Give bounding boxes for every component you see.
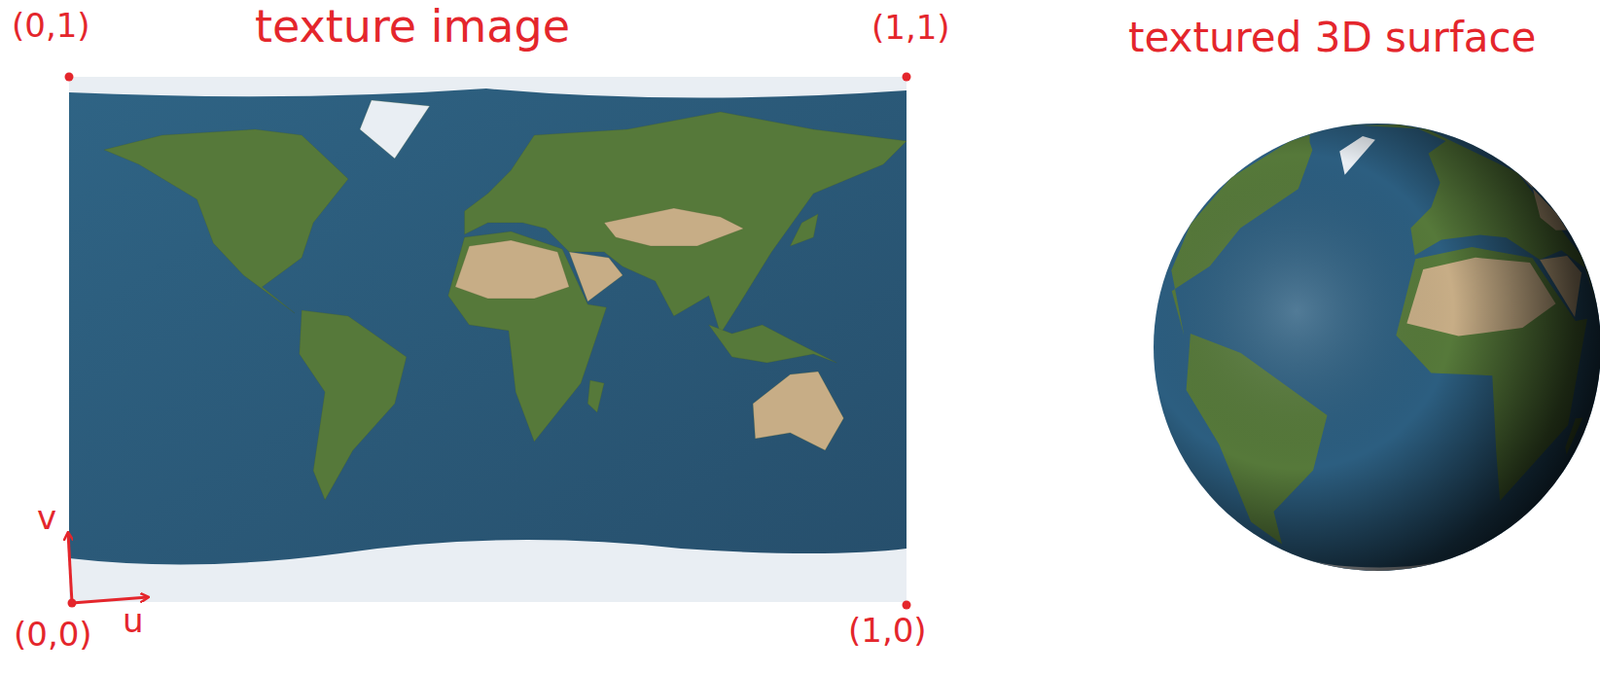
continent <box>752 371 844 451</box>
continent <box>709 324 838 363</box>
axis-label: v <box>36 499 57 536</box>
continent <box>359 100 430 159</box>
corner-coordinate: (1,1) <box>871 9 951 46</box>
antarctica <box>69 539 907 603</box>
corner-coordinate: (0,0) <box>13 616 93 653</box>
continent <box>299 310 407 500</box>
shading <box>1153 123 1600 571</box>
continent <box>104 129 349 314</box>
panel-title: texture image <box>254 1 570 52</box>
continent <box>587 380 605 413</box>
continent <box>789 213 818 247</box>
continent <box>604 208 745 247</box>
arctic-ice <box>69 76 907 99</box>
corner-coordinate: (1,0) <box>848 612 927 649</box>
texture-map <box>69 76 907 603</box>
continent <box>455 240 569 299</box>
corner-coordinate: (0,1) <box>11 7 91 44</box>
axis-label: u <box>122 603 144 640</box>
v-axis <box>68 533 72 604</box>
corner-dot <box>65 72 74 82</box>
corner-dot <box>902 601 912 610</box>
textured-sphere <box>1153 123 1600 571</box>
panel-title: textured 3D surface <box>1128 15 1536 61</box>
ocean <box>69 76 907 603</box>
continent <box>448 231 607 442</box>
corner-dot <box>902 72 912 82</box>
